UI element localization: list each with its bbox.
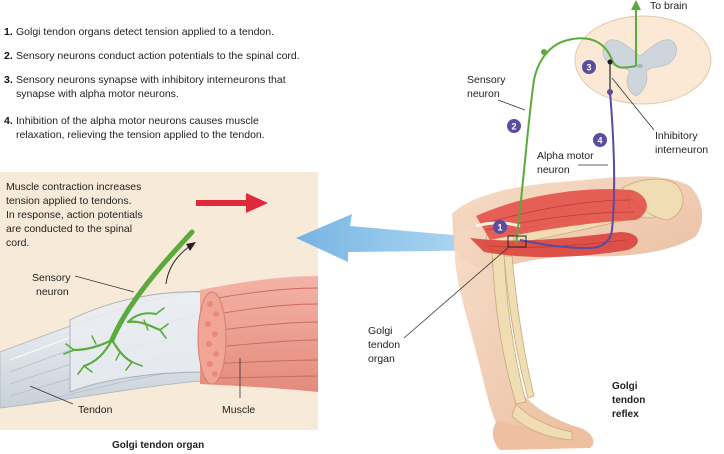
golgi-organ-leader xyxy=(403,245,511,339)
golgi-organ-label-line-3: organ xyxy=(368,353,395,365)
spinal-cord-section xyxy=(574,15,712,105)
inset-caption-line-2: tension applied to tendons. xyxy=(6,195,132,207)
inset-panel: Muscle contraction increases tension app… xyxy=(0,172,319,430)
step-3-text-line-2: synapse with alpha motor neurons. xyxy=(16,88,179,100)
svg-text:4: 4 xyxy=(597,136,602,146)
reflex-title-line-1: Golgi xyxy=(612,381,638,392)
tension-arrow-icon xyxy=(196,193,268,213)
interneuron-label-line-2: interneuron xyxy=(655,144,708,156)
sensory-neuron-pathway xyxy=(515,8,637,245)
right-sensory-label-line-2: neuron xyxy=(467,88,500,100)
golgi-organ-label-line-1: Golgi xyxy=(368,325,393,337)
step-2-text: Sensory neurons conduct action potential… xyxy=(16,50,300,62)
tendon-leader xyxy=(29,385,74,405)
right-sensory-label-line-1: Sensory xyxy=(467,74,506,86)
badge-3: 3 xyxy=(582,60,596,74)
badge-2: 2 xyxy=(507,119,521,133)
inset-sensory-neuron xyxy=(63,229,195,375)
sensory-ganglion xyxy=(541,49,547,55)
inset-caption-line-5: cord. xyxy=(6,237,29,249)
badge-4: 4 xyxy=(593,133,607,147)
muscle-label: Muscle xyxy=(222,404,255,416)
golgi-organ-label-line-2: tendon xyxy=(368,339,400,351)
step-1-text: Golgi tendon organs detect tension appli… xyxy=(16,26,274,38)
to-brain-arrow-icon xyxy=(631,0,641,10)
motor-neuron-label-line-2: neuron xyxy=(537,164,570,176)
alpha-motor-neuron-pathway xyxy=(519,91,616,250)
interneuron-leader xyxy=(611,77,655,131)
inset-sensory-label-line-2: neuron xyxy=(36,286,69,298)
leg-illustration xyxy=(452,176,703,450)
to-brain-label: To brain xyxy=(650,0,688,12)
inset-sensory-neuron-leader xyxy=(74,275,135,293)
step-3-text-line-1: Sensory neurons synapse with inhibitory … xyxy=(16,74,286,86)
reflex-title-line-2: tendon xyxy=(612,395,645,406)
inhibitory-interneuron-pathway xyxy=(607,59,613,92)
motor-neuron-body xyxy=(607,89,613,95)
step-4-text-line-1: Inhibition of the alpha motor neurons ca… xyxy=(16,115,259,127)
inset-title: Golgi tendon organ xyxy=(112,440,204,451)
inset-sensory-label-line-1: Sensory xyxy=(32,272,71,284)
inset-caption-line-4: are conducted to the spinal xyxy=(6,223,132,235)
svg-text:2: 2 xyxy=(511,122,516,132)
reflex-title-line-3: reflex xyxy=(612,409,639,420)
step-3-number: 3. xyxy=(4,74,13,86)
step-list: 1. Golgi tendon organs detect tension ap… xyxy=(4,26,300,141)
inset-caption-line-1: Muscle contraction increases xyxy=(6,181,141,193)
svg-text:3: 3 xyxy=(586,63,591,73)
svg-text:1: 1 xyxy=(497,223,502,233)
motor-neuron-label-line-1: Alpha motor xyxy=(537,150,594,162)
step-4-text-line-2: relaxation, relieving the tension applie… xyxy=(16,129,265,141)
right-sensory-leader xyxy=(497,99,526,111)
muscle-illustration xyxy=(197,276,319,392)
golgi-organ-box xyxy=(507,235,527,248)
inset-caption-line-3: In response, action potentials xyxy=(6,209,143,221)
tendon-label: Tendon xyxy=(78,404,113,416)
conduction-arrow-icon xyxy=(165,242,196,285)
interneuron-label-line-1: Inhibitory xyxy=(655,130,698,142)
step-2-number: 2. xyxy=(4,50,13,62)
badge-1: 1 xyxy=(493,220,507,234)
step-1-number: 1. xyxy=(4,26,13,38)
step-4-number: 4. xyxy=(4,115,13,127)
